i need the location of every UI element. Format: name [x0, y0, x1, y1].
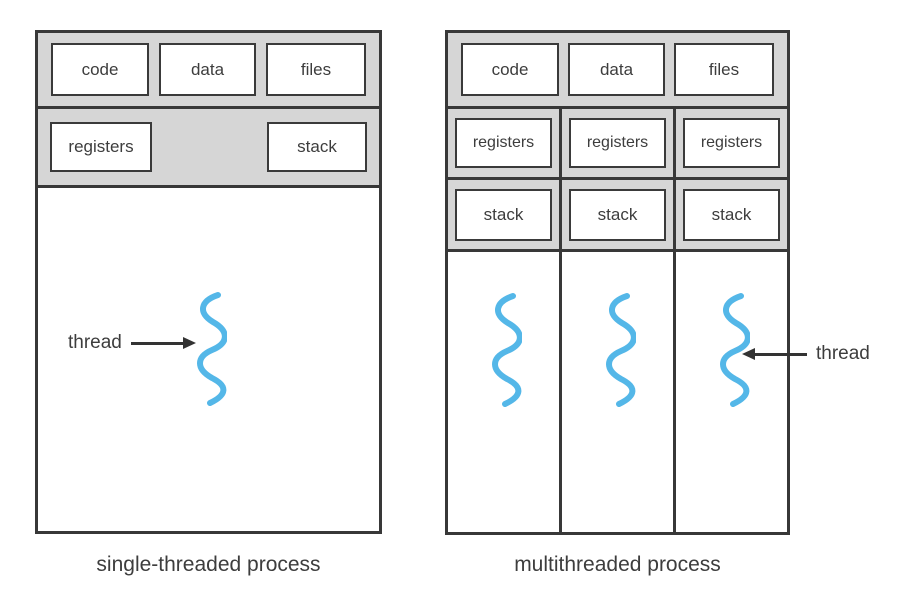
right-code-label: code [491, 59, 529, 79]
col2-registers-box: registers [569, 118, 666, 168]
left-data-box: data [159, 43, 256, 96]
col2-stack-label: stack [597, 204, 638, 224]
right-files-box: files [674, 43, 774, 96]
right-files-label: files [708, 59, 740, 79]
multithreaded-process-box: code data files registers stack [445, 30, 790, 535]
col1-stack-cell: stack [448, 180, 559, 252]
left-data-label: data [190, 59, 225, 79]
col3-stack-label: stack [711, 204, 752, 224]
thread-columns: registers stack registers stack [448, 109, 787, 532]
col1-stack-box: stack [455, 188, 552, 241]
thread-column-1: registers stack [448, 109, 562, 532]
single-threaded-process-box: code data files registers stack thread [35, 30, 382, 534]
left-registers-stack-band: registers stack [38, 109, 379, 188]
arrow-line [755, 352, 807, 356]
col1-registers-box: registers [455, 118, 552, 168]
thread-squiggle-icon [196, 292, 227, 406]
right-code-box: code [461, 43, 559, 96]
col3-stack-box: stack [683, 188, 780, 241]
right-data-label: data [599, 59, 634, 79]
col1-stack-label: stack [483, 204, 524, 224]
col3-registers-cell: registers [676, 109, 787, 180]
col1-registers-label: registers [472, 134, 535, 151]
col2-thread-area [562, 252, 673, 532]
col3-registers-label: registers [700, 134, 763, 151]
col3-stack-cell: stack [676, 180, 787, 252]
thread-column-3: registers stack [676, 109, 787, 532]
left-code-label: code [81, 59, 119, 79]
left-registers-label: registers [68, 137, 134, 156]
left-thread-annotation: thread [68, 332, 196, 354]
left-registers-box: registers [50, 122, 152, 172]
single-threaded-caption: single-threaded process [96, 553, 321, 576]
left-stack-label: stack [297, 137, 337, 156]
left-files-box: files [266, 43, 366, 96]
col1-registers-cell: registers [448, 109, 559, 180]
thread-squiggle-icon [491, 293, 522, 407]
right-thread-label: thread [816, 343, 870, 364]
col2-registers-label: registers [586, 134, 649, 151]
left-thread-label: thread [68, 332, 122, 353]
arrow-right-icon [182, 337, 196, 349]
thread-squiggle-icon [605, 293, 636, 407]
multithreaded-caption: multithreaded process [514, 553, 721, 576]
arrow-line [130, 341, 183, 345]
col3-registers-box: registers [683, 118, 780, 168]
left-thread-area: thread [38, 188, 379, 531]
col1-thread-area [448, 252, 559, 532]
arrow-left-icon [742, 348, 755, 360]
thread-squiggle-icon [719, 293, 750, 407]
right-thread-annotation: thread [742, 343, 870, 365]
left-files-label: files [300, 59, 332, 79]
thread-column-2: registers stack [562, 109, 676, 532]
left-code-box: code [51, 43, 149, 96]
col2-stack-box: stack [569, 188, 666, 241]
right-memory-band: code data files [448, 33, 787, 109]
col3-thread-area [676, 252, 787, 532]
left-stack-box: stack [267, 122, 367, 172]
col2-registers-cell: registers [562, 109, 673, 180]
right-data-box: data [568, 43, 665, 96]
col2-stack-cell: stack [562, 180, 673, 252]
left-memory-band: code data files [38, 33, 379, 109]
